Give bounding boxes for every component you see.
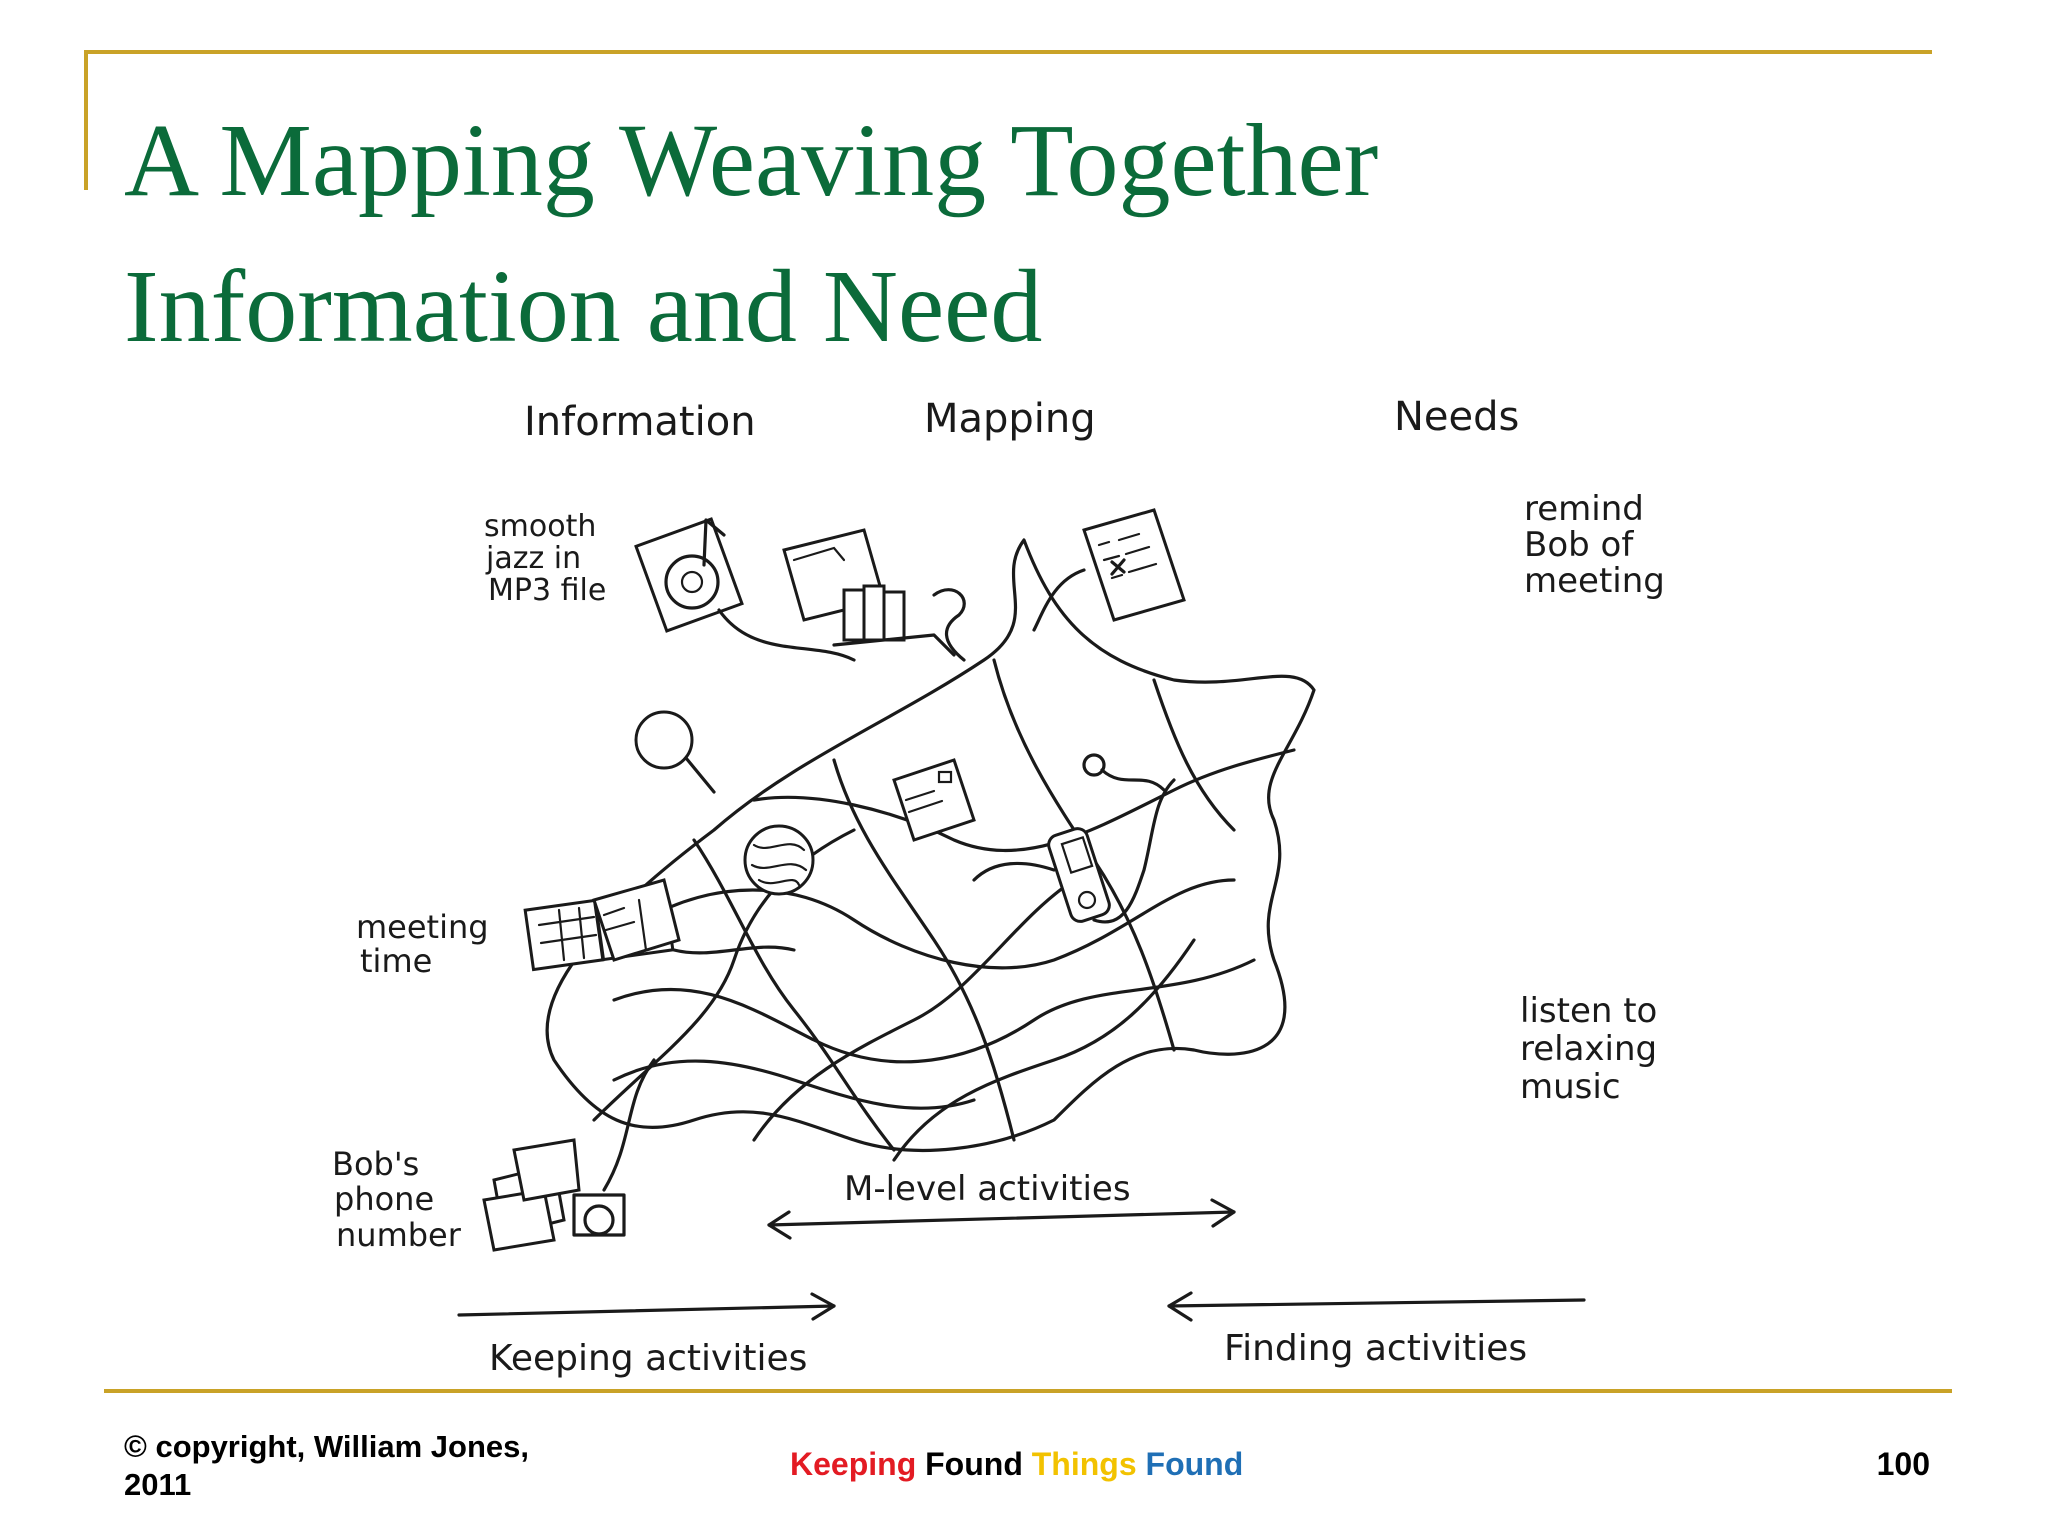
title-frame-top-rule — [84, 50, 1932, 54]
title-frame-left-rule — [84, 50, 88, 190]
woven-fabric — [545, 538, 1316, 1162]
label-listen-line-2: relaxing — [1520, 1029, 1657, 1069]
label-bob-line-2: phone — [334, 1180, 434, 1218]
footer-copyright: © copyright, William Jones, 2011 — [124, 1428, 644, 1504]
label-listen-music: listen to relaxing music — [1520, 991, 1657, 1107]
keeping-arrow: Keeping activities — [457, 1292, 836, 1379]
note-icon — [1082, 508, 1186, 622]
label-meeting-line-1: meeting — [356, 908, 489, 946]
label-bobs-phone-number: Bob's phone number — [332, 1145, 462, 1254]
brand-word-keeping: Keeping — [790, 1446, 917, 1482]
cd-icon — [743, 824, 815, 896]
slide-title-line-1: A Mapping Weaving Together — [124, 103, 1379, 218]
finding-arrow: Finding activities — [1167, 1291, 1586, 1369]
phone-book-icon — [592, 878, 681, 962]
footer-rule — [104, 1389, 1952, 1393]
books-icon — [832, 584, 966, 662]
label-listen-line-1: listen to — [1520, 991, 1657, 1031]
music-player-icon — [1047, 753, 1176, 924]
brand-word-found: Found — [925, 1446, 1023, 1482]
label-jazz-line-3: MP3 file — [488, 573, 606, 608]
mp3-link-line — [717, 608, 856, 662]
heading-needs: Needs — [1394, 394, 1519, 440]
slide-title: A Mapping Weaving Together Information a… — [124, 88, 1824, 380]
heading-mapping: Mapping — [924, 396, 1096, 442]
music-player-link-line — [972, 861, 1056, 882]
brand-word-things: Things — [1031, 1446, 1137, 1482]
label-remind-bob: remind Bob of meeting — [1524, 489, 1665, 601]
label-remind-line-3: meeting — [1524, 561, 1665, 601]
label-bob-line-3: number — [336, 1216, 462, 1254]
m-level-arrow: M-level activities — [767, 1169, 1236, 1240]
slide-title-line-2: Information and Need — [124, 249, 1043, 364]
heading-information: Information — [524, 399, 756, 445]
footer-copyright-line-2: 2011 — [124, 1467, 192, 1502]
label-bob-line-1: Bob's — [332, 1145, 419, 1183]
mapping-illustration-svg: Information Mapping Needs — [332, 394, 1665, 1379]
magnifier-icon — [634, 710, 716, 794]
label-finding-activities: Finding activities — [1224, 1328, 1527, 1369]
note-link-line — [1032, 568, 1086, 632]
calendar-link-line — [672, 945, 796, 955]
label-meeting-time: meeting time — [356, 908, 489, 980]
label-m-level-activities: M-level activities — [844, 1169, 1131, 1209]
footer-brand: Keeping Found Things Found — [790, 1444, 1290, 1484]
label-jazz-line-1: smooth — [484, 509, 596, 544]
mp3-file-icon — [634, 517, 744, 633]
mapping-illustration: Information Mapping Needs — [194, 360, 1754, 1390]
label-keeping-activities: Keeping activities — [489, 1338, 807, 1379]
brand-word-found-2: Found — [1145, 1446, 1244, 1482]
rolodex-icon — [482, 1138, 626, 1252]
label-jazz-line-2: jazz in — [485, 541, 581, 576]
label-listen-line-3: music — [1520, 1067, 1621, 1107]
label-meeting-line-2: time — [360, 942, 432, 980]
footer-copyright-line-1: © copyright, William Jones, — [124, 1429, 529, 1464]
label-remind-line-2: Bob of — [1524, 525, 1634, 565]
rolodex-link-line — [602, 1058, 656, 1192]
label-remind-line-1: remind — [1524, 489, 1644, 529]
envelope-icon — [892, 758, 976, 842]
page-number: 100 — [1876, 1446, 1930, 1482]
label-smooth-jazz: smooth jazz in MP3 file — [484, 509, 606, 608]
